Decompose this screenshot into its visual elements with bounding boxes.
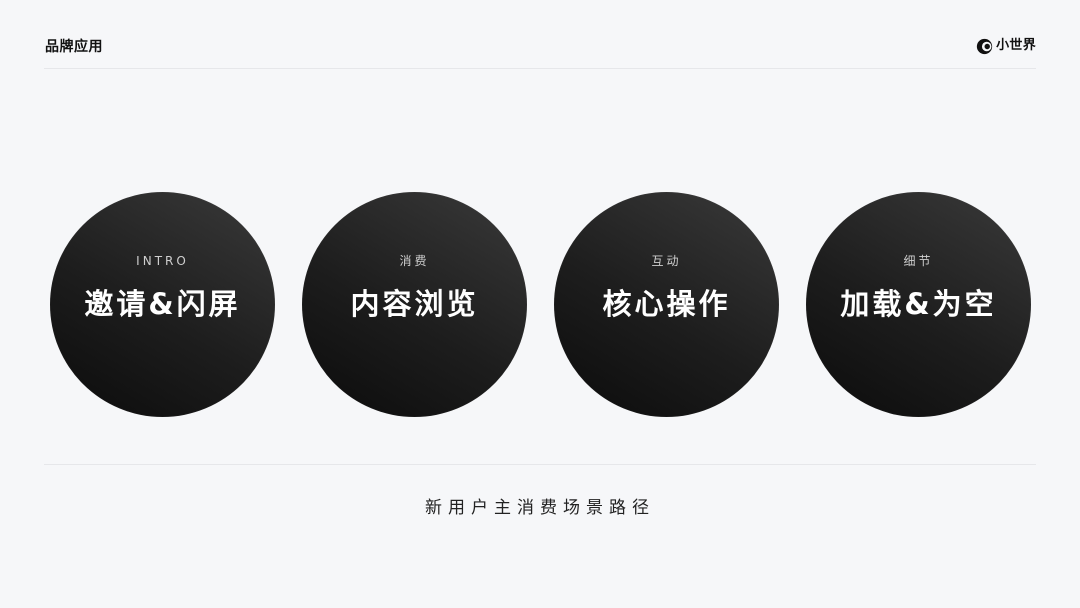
brand: 小世界 xyxy=(976,37,1036,55)
stage-subtitle: INTRO xyxy=(136,254,189,268)
stage-title: 邀请&闪屏 xyxy=(84,287,241,321)
stage-card-details: 细节 加载&为空 xyxy=(806,192,1031,417)
stage-subtitle: 消费 xyxy=(399,254,430,268)
stage-subtitle: 细节 xyxy=(903,254,934,268)
crescent-logo-icon xyxy=(976,38,993,54)
section-title: 品牌应用 xyxy=(45,39,103,55)
brand-name: 小世界 xyxy=(996,38,1036,53)
stage-title: 核心操作 xyxy=(602,287,731,321)
caption: 新用户主消费场景路径 xyxy=(425,498,655,518)
stage-title: 内容浏览 xyxy=(350,287,479,321)
divider xyxy=(44,464,1036,465)
page-header: 品牌应用 小世界 xyxy=(44,0,1036,69)
stage-title: 加载&为空 xyxy=(840,287,997,321)
stage-subtitle: 互动 xyxy=(651,254,682,268)
stage-card-consume: 消费 内容浏览 xyxy=(302,192,527,417)
stage-card-interact: 互动 核心操作 xyxy=(554,192,779,417)
stage-list: INTRO 邀请&闪屏 消费 内容浏览 互动 核心操作 细节 加载&为空 xyxy=(50,192,1031,417)
stage-card-intro: INTRO 邀请&闪屏 xyxy=(50,192,275,417)
